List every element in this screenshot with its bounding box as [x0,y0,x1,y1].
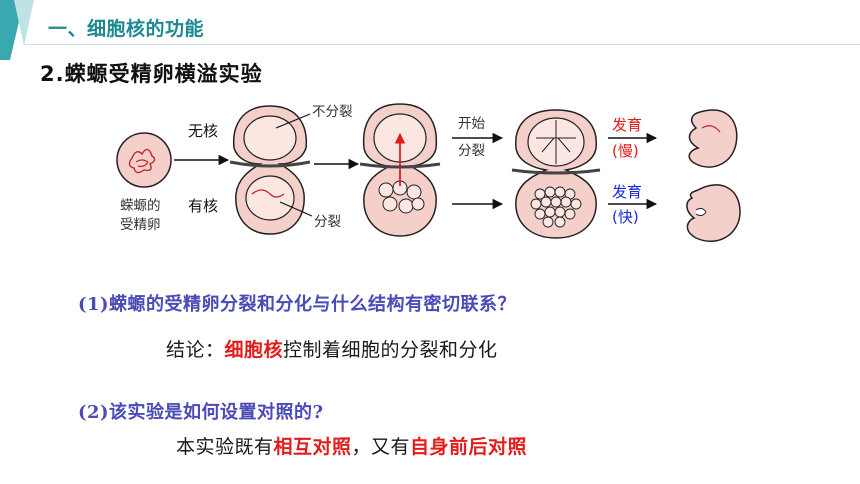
pointer-division [279,201,313,217]
answer-1-suffix: 控制着细胞的分裂和分化 [283,339,498,361]
question-2: (2)该实验是如何设置对照的? [78,402,324,423]
ligated-egg [229,105,311,235]
answer-1-highlight: 细胞核 [224,339,284,361]
experiment-diagram: 蝾螈的 受精卵 无核 有核 不分裂 分裂 开始 分裂 [116,103,741,243]
answer-2: 本实验既有相互对照，又有自身前后对照 [176,432,527,459]
answer-1: 结论：细胞核控制着细胞的分裂和分化 [166,335,498,362]
later-stage-egg [511,109,601,239]
subtitle: 2.蝾螈受精卵横溢实验 [40,62,263,86]
label-has-nucleus: 有核 [188,197,218,215]
answer-2-middle: ，又有 [351,436,411,458]
egg-label-line1: 蝾螈的 [120,198,161,214]
label-develop-fast-2: (快) [612,208,639,226]
egg-label-line2: 受精卵 [120,217,161,233]
label-no-division: 不分裂 [312,104,353,120]
answer-1-prefix: 结论： [166,339,225,361]
fertilized-egg [116,132,172,188]
label-develop-slow-1: 发育 [612,116,642,134]
label-develop-fast-1: 发育 [612,183,642,201]
header-divider [24,44,860,45]
release-egg [359,103,441,237]
pointer-no-division [275,113,311,129]
answer-2-prefix: 本实验既有 [176,436,274,458]
embryo-fast [686,184,741,243]
label-develop-slow-2: (慢) [612,142,639,160]
answer-2-highlight-1: 相互对照 [273,436,352,458]
label-start-division-2: 分裂 [458,143,485,159]
corner-decoration [0,0,34,60]
label-no-nucleus: 无核 [188,122,218,140]
embryo-slow [688,109,738,168]
question-1: (1)蝾螈的受精卵分裂和分化与什么结构有密切联系？ [78,294,517,315]
label-division: 分裂 [314,214,341,230]
label-start-division-1: 开始 [458,116,485,132]
section-title: 一、细胞核的功能 [48,18,205,40]
answer-2-highlight-2: 自身前后对照 [410,436,528,458]
